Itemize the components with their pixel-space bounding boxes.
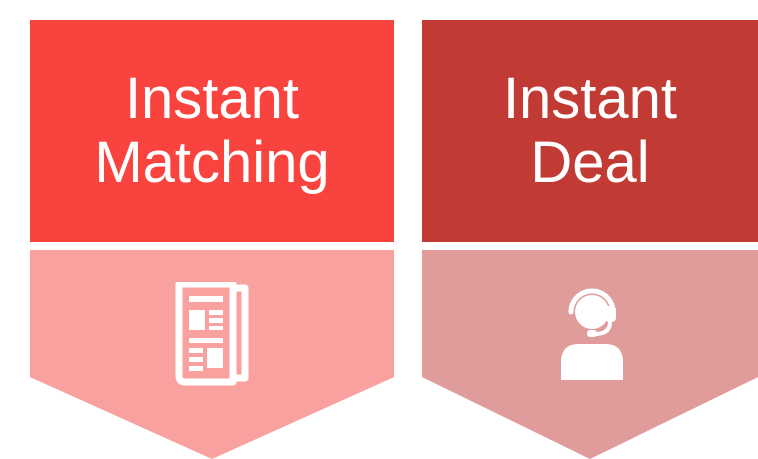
customer-support-headset-icon	[549, 282, 631, 386]
card-instant-deal: Instant Deal	[422, 20, 758, 459]
card-title-line-2: Deal	[530, 130, 650, 195]
card-body-instant-matching	[30, 250, 394, 459]
card-title-line-2: Matching	[94, 130, 330, 195]
card-title-line-1: Instant	[502, 66, 678, 132]
card-header-instant-matching: Instant Matching	[30, 20, 394, 242]
card-title-line-1: Instant	[124, 66, 300, 132]
card-body-instant-deal	[422, 250, 758, 459]
newspaper-icon	[171, 282, 253, 386]
card-header-instant-deal: Instant Deal	[422, 20, 758, 242]
card-instant-matching: Instant Matching	[30, 20, 394, 459]
